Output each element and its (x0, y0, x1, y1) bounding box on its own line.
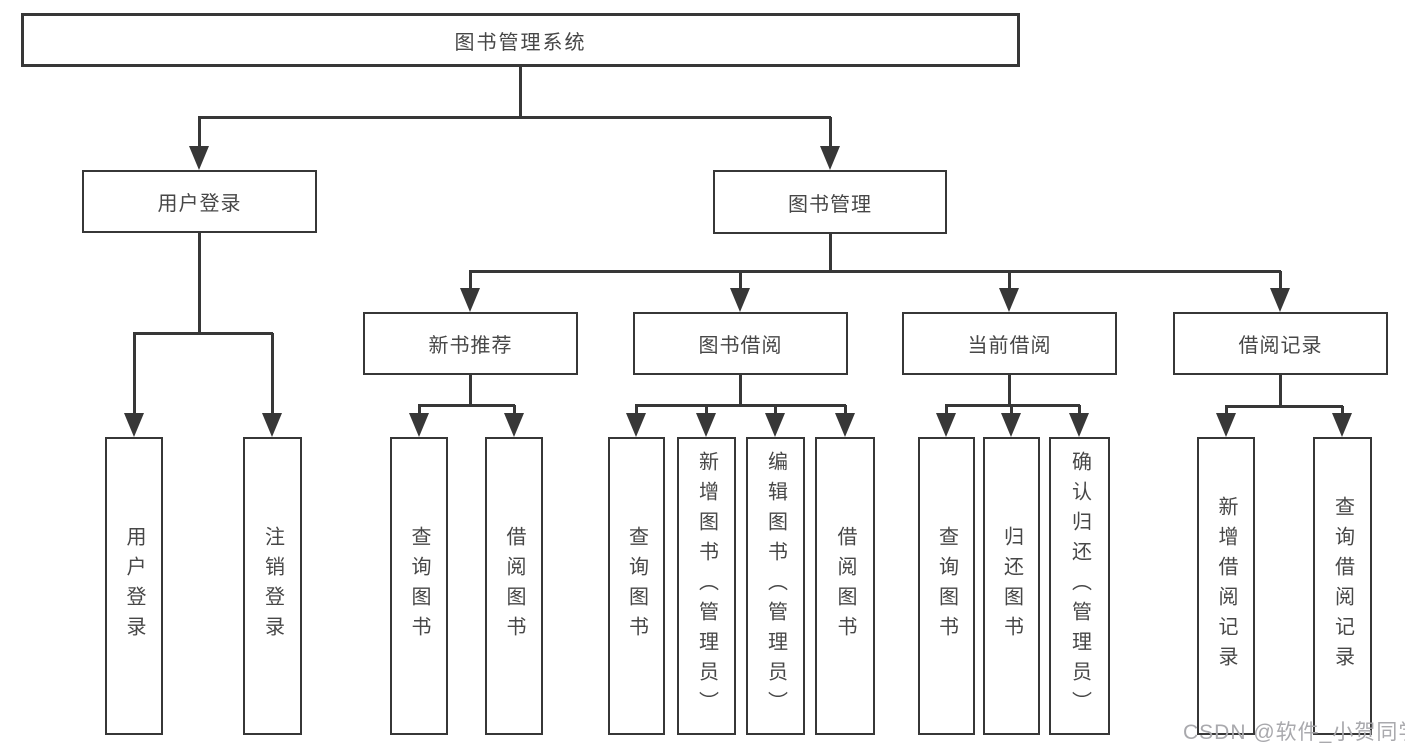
leaf-borrow-books-borrowing: 借阅图书 (815, 437, 875, 735)
connector-vline (513, 405, 516, 417)
node-label: 借阅图书 (503, 526, 525, 646)
leaf-query-books-recommend: 查询图书 (390, 437, 448, 735)
node-label: 查询图书 (408, 526, 430, 646)
connector-vline (1008, 271, 1011, 292)
node-library-management-system: 图书管理系统 (21, 13, 1020, 67)
leaf-query-books-current: 查询图书 (918, 437, 975, 735)
arrowhead-down-icon (504, 413, 524, 437)
arrowhead-down-icon (1332, 413, 1352, 437)
leaf-query-books-borrowing: 查询图书 (608, 437, 665, 735)
connector-vline (469, 271, 472, 292)
node-label: 归还图书 (1000, 526, 1023, 646)
leaf-add-book-admin: 新增图书（管理员） (677, 437, 736, 735)
node-label: 新书推荐 (428, 335, 513, 357)
connector-hline (418, 404, 515, 407)
arrowhead-down-icon (262, 413, 282, 437)
node-label: 图书管理系统 (454, 31, 587, 54)
connector-hline (133, 332, 273, 335)
node-label: 用户登录 (123, 526, 145, 646)
node-label: 确认归还（管理员） (1068, 451, 1091, 721)
connector-vline (945, 405, 948, 417)
watermark: CSDN @软件_小贺同学 (1183, 721, 1405, 744)
connector-vline (635, 405, 638, 417)
node-label: 新增图书（管理员） (695, 451, 718, 721)
arrowhead-down-icon (820, 146, 840, 170)
node-borrowing-records: 借阅记录 (1173, 312, 1388, 375)
leaf-edit-book-admin: 编辑图书（管理员） (746, 437, 805, 735)
node-label: 新增借阅记录 (1215, 496, 1237, 676)
node-label: 编辑图书（管理员） (764, 451, 787, 721)
node-label: 图书借阅 (698, 335, 783, 357)
connector-vline (829, 234, 832, 271)
node-label: 借阅图书 (834, 526, 856, 646)
node-label: 当前借阅 (967, 335, 1052, 357)
node-book-borrowing: 图书借阅 (633, 312, 848, 375)
connector-vline (1008, 375, 1011, 405)
connector-vline (739, 271, 742, 292)
connector-vline (774, 405, 777, 417)
connector-hline (635, 404, 846, 407)
arrowhead-down-icon (936, 413, 956, 437)
connector-hline (198, 116, 831, 119)
leaf-return-book: 归还图书 (983, 437, 1040, 735)
leaf-confirm-return-admin: 确认归还（管理员） (1049, 437, 1110, 735)
connector-vline (198, 233, 201, 333)
connector-vline (271, 333, 274, 417)
connector-hline (469, 270, 1281, 273)
connector-vline (1279, 375, 1282, 406)
connector-vline (1225, 406, 1228, 417)
connector-vline (739, 375, 742, 405)
node-label: 查询借阅记录 (1331, 496, 1354, 676)
node-label: 查询图书 (935, 526, 958, 646)
arrowhead-down-icon (765, 413, 785, 437)
arrowhead-down-icon (1069, 413, 1089, 437)
connector-vline (1279, 271, 1282, 292)
arrowhead-down-icon (1001, 413, 1021, 437)
arrowhead-down-icon (626, 413, 646, 437)
arrowhead-down-icon (460, 288, 480, 312)
connector-vline (829, 117, 832, 150)
leaf-borrow-books-recommend: 借阅图书 (485, 437, 543, 735)
leaf-user-login: 用户登录 (105, 437, 163, 735)
connector-vline (198, 117, 201, 150)
connector-vline (519, 65, 522, 117)
arrowhead-down-icon (1216, 413, 1236, 437)
node-label: 借阅记录 (1238, 335, 1323, 357)
arrowhead-down-icon (999, 288, 1019, 312)
connector-vline (418, 405, 421, 417)
node-book-management: 图书管理 (713, 170, 947, 234)
arrowhead-down-icon (730, 288, 750, 312)
connector-vline (1078, 405, 1081, 417)
connector-vline (1341, 406, 1344, 417)
node-label: 注销登录 (261, 526, 284, 646)
arrowhead-down-icon (189, 146, 209, 170)
arrowhead-down-icon (409, 413, 429, 437)
arrowhead-down-icon (124, 413, 144, 437)
node-label: 查询图书 (625, 526, 648, 646)
leaf-add-borrow-record: 新增借阅记录 (1197, 437, 1255, 735)
leaf-logout: 注销登录 (243, 437, 302, 735)
node-label: 图书管理 (788, 193, 872, 216)
connector-vline (705, 405, 708, 417)
arrowhead-down-icon (1270, 288, 1290, 312)
arrowhead-down-icon (696, 413, 716, 437)
node-new-book-recommend: 新书推荐 (363, 312, 578, 375)
leaf-query-borrow-record: 查询借阅记录 (1313, 437, 1372, 735)
connector-vline (133, 333, 136, 417)
connector-vline (469, 375, 472, 405)
node-user-login: 用户登录 (82, 170, 317, 233)
node-current-borrowing: 当前借阅 (902, 312, 1117, 375)
connector-vline (1010, 405, 1013, 417)
node-label: 用户登录 (157, 193, 242, 215)
arrowhead-down-icon (835, 413, 855, 437)
connector-hline (1225, 405, 1343, 408)
connector-vline (844, 405, 847, 417)
